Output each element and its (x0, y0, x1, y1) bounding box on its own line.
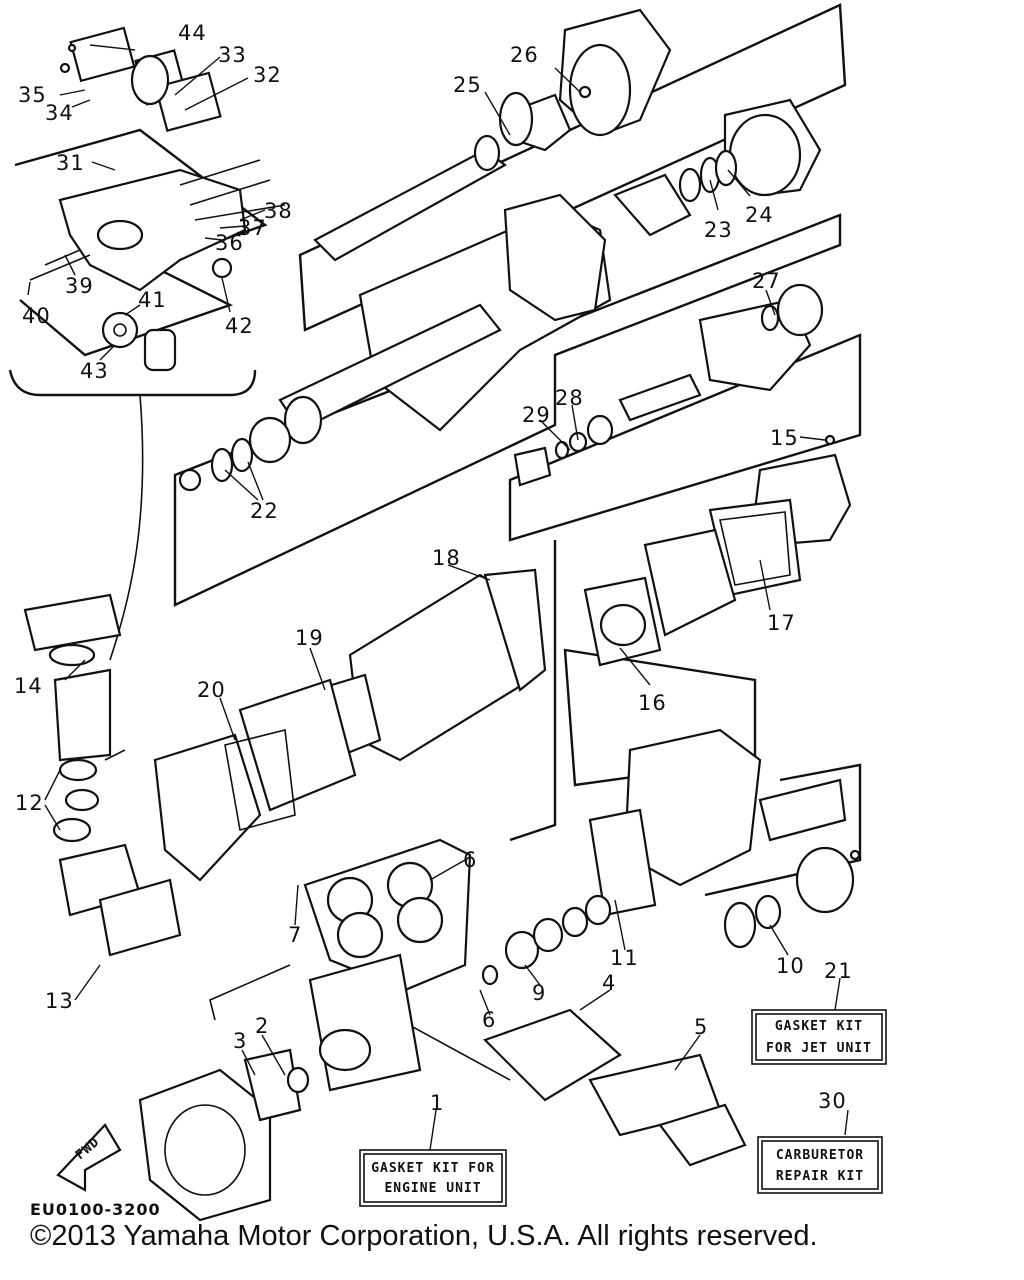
carburetor-group-bracket (8, 369, 257, 397)
crankcase-parts (588, 728, 861, 949)
fwd-arrow: FWD (56, 1123, 122, 1192)
callout-30: 30 (818, 1089, 847, 1113)
callout-42: 42 (225, 314, 254, 338)
engine-kit-line1: GASKET KIT FOR (371, 1161, 495, 1176)
callout-20: 20 (197, 678, 226, 702)
callout-21: 21 (824, 959, 853, 983)
callout-24: 24 (745, 203, 774, 227)
callout-6a: 6 (463, 848, 477, 872)
callout-38: 38 (264, 199, 293, 223)
carb-kit-line2: REPAIR KIT (776, 1169, 864, 1184)
callout-11: 11 (610, 946, 639, 970)
callout-5: 5 (694, 1015, 708, 1039)
jet-gasket-kit-box: GASKET KIT FOR JET UNIT (751, 1009, 887, 1065)
callout-13: 13 (45, 989, 74, 1013)
callout-10: 10 (776, 954, 805, 978)
callout-4: 4 (602, 971, 616, 995)
jet-pump-mid-parts (178, 193, 824, 492)
callout-19: 19 (295, 626, 324, 650)
copyright-notice: ©2013 Yamaha Motor Corporation, U.S.A. A… (30, 1220, 818, 1252)
carb-kit-line1: CARBURETOR (776, 1148, 864, 1163)
callout-41: 41 (138, 288, 167, 312)
callout-3: 3 (233, 1029, 247, 1053)
jet-pump-mid-frame (173, 213, 842, 607)
callout-37: 37 (238, 216, 267, 240)
callout-17: 17 (767, 611, 796, 635)
bearing-row (481, 894, 612, 986)
callout-28: 28 (555, 386, 584, 410)
bottom-engine-parts (138, 1008, 747, 1222)
callout-22: 22 (250, 499, 279, 523)
callout-29: 29 (522, 403, 551, 427)
cylinder-assembly (153, 568, 547, 882)
leader-lines (27, 44, 849, 1151)
callout-40: 40 (22, 304, 51, 328)
callout-34: 34 (45, 101, 74, 125)
callout-36: 36 (215, 231, 244, 255)
jet-kit-line1: GASKET KIT (775, 1019, 863, 1034)
callout-44: 44 (178, 21, 207, 45)
jet-pump-upper-frame (298, 3, 847, 332)
callout-16: 16 (638, 691, 667, 715)
callout-18: 18 (432, 546, 461, 570)
callout-32: 32 (253, 63, 282, 87)
callout-6b: 6 (482, 1008, 496, 1032)
callout-9: 9 (532, 981, 546, 1005)
reference-code: EU0100-3200 (30, 1200, 161, 1219)
callout-35: 35 (18, 83, 47, 107)
callout-1: 1 (430, 1091, 444, 1115)
callout-43: 43 (80, 359, 109, 383)
callout-2: 2 (255, 1014, 269, 1038)
callout-27: 27 (752, 269, 781, 293)
jet-unit-lower-frame (704, 763, 862, 897)
callout-12: 12 (15, 791, 44, 815)
callout-7: 7 (288, 923, 302, 947)
engine-gasket-kit-box: GASKET KIT FOR ENGINE UNIT (359, 1149, 507, 1207)
impeller-housing-parts (583, 434, 852, 667)
carburetor-body (29, 159, 286, 372)
callout-25: 25 (453, 73, 482, 97)
callout-33: 33 (218, 43, 247, 67)
jet-kit-line2: FOR JET UNIT (766, 1041, 872, 1056)
callout-15: 15 (770, 426, 799, 450)
engine-kit-line2: ENGINE UNIT (384, 1181, 481, 1196)
callout-39: 39 (65, 274, 94, 298)
callout-labels: 1 2 3 4 5 6 6 7 9 10 11 12 13 14 15 16 1… (14, 21, 853, 1115)
callout-26: 26 (510, 43, 539, 67)
callout-14: 14 (14, 674, 43, 698)
left-side-parts (23, 593, 182, 957)
callout-23: 23 (704, 218, 733, 242)
callout-31: 31 (56, 151, 85, 175)
carburetor-repair-kit-box: CARBURETOR REPAIR KIT (757, 1136, 883, 1194)
cylinder-frame (509, 540, 557, 842)
carburetor-top-parts (59, 26, 222, 132)
cylinder-head (303, 838, 472, 1092)
